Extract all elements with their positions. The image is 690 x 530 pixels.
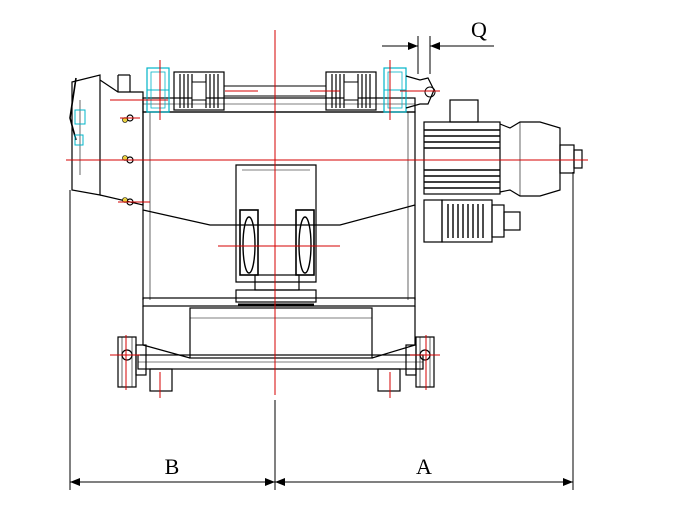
gearbox-bolts bbox=[122, 117, 128, 203]
gearbox-fittings bbox=[74, 109, 86, 146]
top-wheel-left bbox=[146, 67, 225, 113]
dimension-q: Q bbox=[382, 17, 494, 50]
top-wheel-right bbox=[325, 67, 407, 113]
dimension-a: A bbox=[275, 454, 573, 486]
dimension-b: B bbox=[70, 454, 275, 486]
travel-motor bbox=[423, 199, 521, 243]
trolley-frame bbox=[137, 97, 424, 392]
top-axle bbox=[224, 75, 436, 109]
dimension-label-a: A bbox=[416, 454, 432, 479]
dimension-label-b: B bbox=[165, 454, 180, 479]
centerlines bbox=[66, 30, 588, 398]
left-gearbox bbox=[69, 74, 144, 206]
dimension-label-q: Q bbox=[471, 17, 487, 42]
hook-block bbox=[235, 164, 317, 307]
hoist-motor bbox=[423, 99, 583, 197]
